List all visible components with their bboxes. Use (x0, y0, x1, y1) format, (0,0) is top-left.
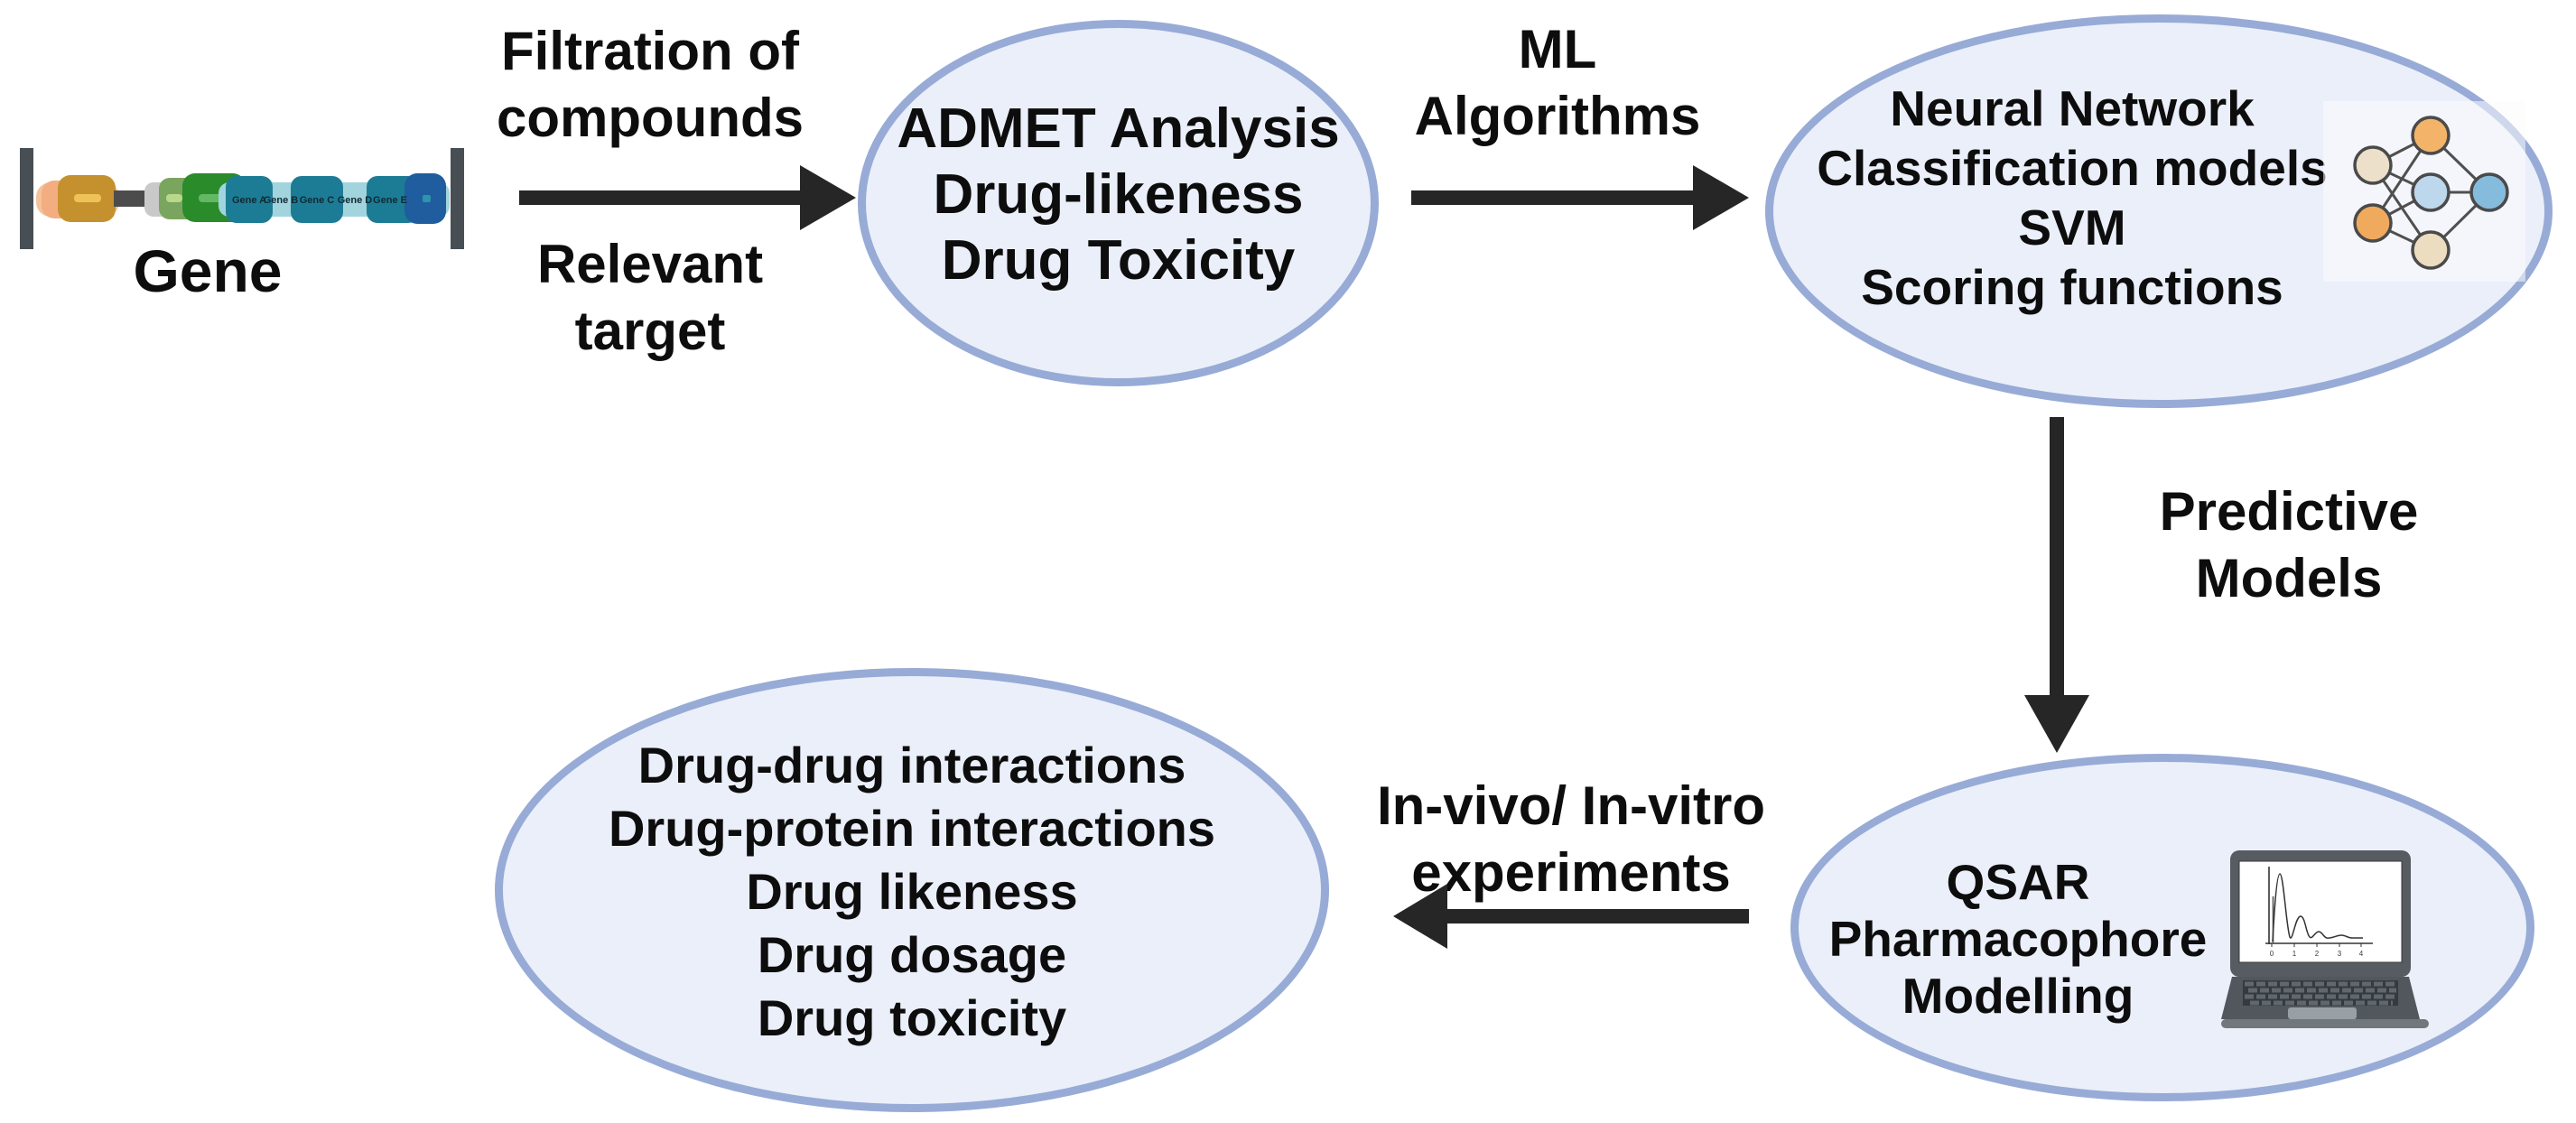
text-line: ADMET Analysis (897, 97, 1340, 160)
label-line: Relevant (536, 234, 764, 294)
nn-node-output (2469, 172, 2509, 212)
arrow-label-filtration-of-compounds: Filtration of compounds (479, 18, 822, 152)
nn-node-hidden-top (2411, 116, 2450, 155)
text-line: Drug Toxicity (941, 229, 1296, 292)
arrow-admet-to-models-shaft (1411, 190, 1695, 205)
arrow-admet-to-models-head (1693, 165, 1749, 230)
arrow-label-relevant-target: Relevant target (479, 231, 822, 365)
text-line: Drug-protein interactions (608, 800, 1216, 857)
ellipse-ml-models-text: Neural Network Classification models SVM… (1765, 79, 2379, 317)
laptop-keys (2245, 981, 2396, 1006)
gene-left-cap (20, 148, 33, 249)
text-line: Pharmacophore (1828, 911, 2208, 967)
ellipse-qsar-text: QSAR Pharmacophore Modelling (1792, 854, 2244, 1025)
label-line: Filtration of (501, 21, 799, 81)
gene-segment-a (226, 176, 273, 223)
gene-segment-label: Gene E (373, 195, 407, 206)
text-line: Drug toxicity (757, 989, 1067, 1046)
nn-node-input-bottom (2353, 203, 2393, 243)
label-line: experiments (1411, 842, 1731, 903)
laptop-screen-plot: 0 1 2 3 4 (2265, 867, 2373, 958)
ellipse-outcomes-text: Drug-drug interactions Drug-protein inte… (495, 734, 1329, 1050)
laptop-axis-tick: 4 (2359, 950, 2364, 958)
text-line: Classification models (1817, 140, 2328, 196)
gene-connector (114, 190, 148, 207)
gene-segment-label: Gene A (232, 195, 266, 206)
arrow-label-ml-algorithms: ML Algorithms (1395, 16, 1720, 150)
arrow-label-invivo-invitro: In-vivo/ In-vitro experiments (1372, 773, 1770, 906)
ellipse-outcomes (495, 668, 1329, 1112)
text-line: Neural Network (1890, 80, 2255, 136)
gene-green-light-dash (166, 194, 182, 202)
arrow-gene-to-admet-shaft (519, 190, 804, 205)
laptop-base (2221, 1019, 2429, 1028)
label-line: Models (2195, 548, 2383, 608)
laptop-axis-tick: 3 (2338, 950, 2342, 958)
gene-right-cap (451, 148, 464, 249)
label-line: target (574, 301, 726, 361)
laptop-screen (2238, 860, 2403, 963)
text-line: Scoring functions (1861, 259, 2283, 315)
gene-segment-c (291, 176, 343, 223)
nn-node-hidden-bottom (2411, 230, 2450, 270)
text-line: QSAR (1946, 854, 2090, 910)
gene-segment-label: Gene C (300, 195, 335, 206)
gene-segment-label: Gene B (264, 195, 299, 206)
gene-label: Gene (133, 237, 283, 304)
text-line: SVM (2018, 200, 2126, 255)
label-line: ML (1518, 19, 1597, 79)
arrow-gene-to-admet-head (800, 165, 856, 230)
nn-nodes (2353, 116, 2509, 270)
nn-node-hidden-middle (2411, 172, 2450, 212)
laptop-trackpad (2288, 1007, 2357, 1019)
gene-icon: Gene A Gene B Gene C Gene D Gene E (20, 148, 464, 249)
label-line: Predictive (2159, 481, 2419, 542)
gene-segment-label: Gene D (338, 195, 373, 206)
laptop-axis-tick: 1 (2292, 950, 2297, 958)
arrow-qsar-to-outcomes-shaft (1446, 909, 1749, 923)
text-line: Drug dosage (757, 926, 1067, 983)
laptop-chart-icon: 0 1 2 3 4 (2221, 850, 2429, 1028)
label-line: Algorithms (1414, 86, 1701, 146)
text-line: Drug-likeness (933, 163, 1304, 226)
arrow-qsar-to-outcomes-head (1393, 884, 1447, 949)
laptop-axis-tick: 0 (2270, 950, 2274, 958)
label-line: compounds (497, 88, 804, 148)
arrow-models-to-qsar-head (2024, 695, 2089, 753)
ellipse-admet-text: ADMET Analysis Drug-likeness Drug Toxici… (858, 96, 1379, 293)
neural-network-icon (2323, 101, 2525, 282)
gene-blue-dot (423, 195, 431, 202)
text-line: Modelling (1902, 968, 2134, 1024)
text-line: Drug-drug interactions (637, 737, 1186, 794)
gene-gold-dash (74, 194, 101, 202)
arrow-models-to-qsar-shaft (2050, 417, 2064, 697)
laptop-axis-tick: 2 (2315, 950, 2320, 958)
nn-node-input-top (2353, 145, 2393, 185)
ellipse-admet (858, 20, 1379, 386)
arrow-label-predictive-models: Predictive Models (2122, 478, 2456, 612)
text-line: Drug likeness (746, 863, 1078, 920)
label-line: In-vivo/ In-vitro (1376, 775, 1766, 836)
